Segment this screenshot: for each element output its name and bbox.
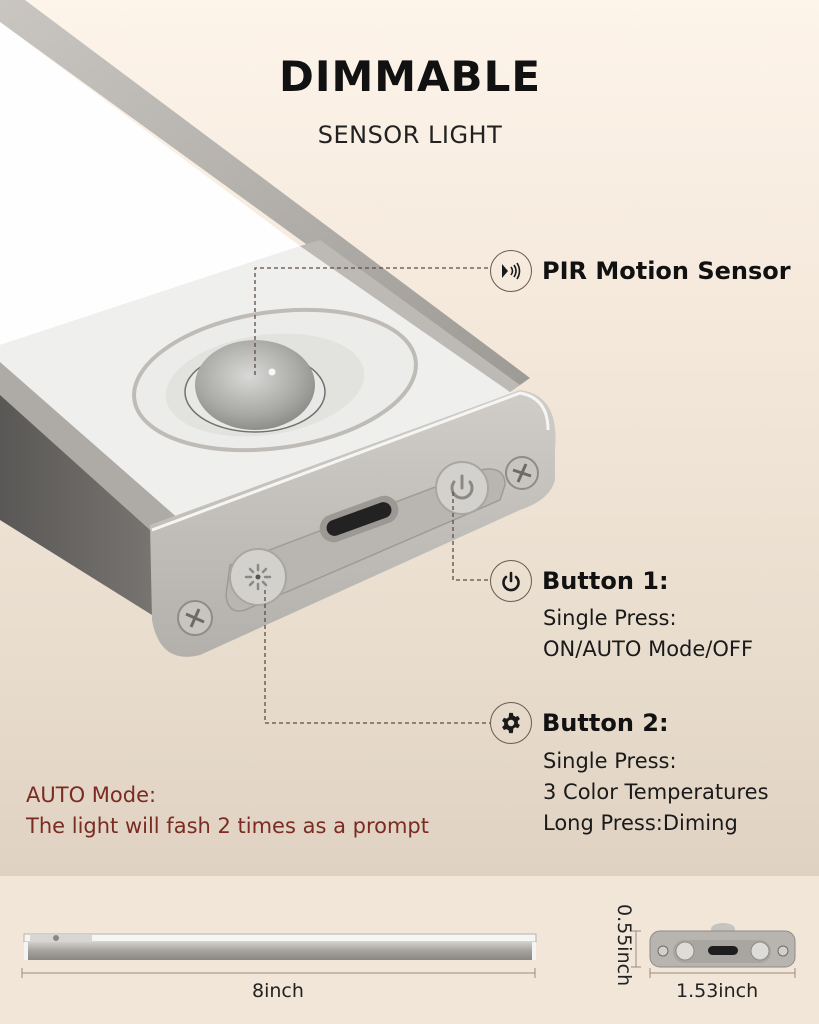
power-icon — [490, 560, 532, 602]
gear-icon — [490, 702, 532, 744]
button-2-description: Single Press: 3 Color Temperatures Long … — [543, 746, 769, 839]
motion-sensor-icon — [490, 250, 532, 292]
dimension-illustration — [21, 923, 796, 978]
button-2-line: Single Press: — [543, 749, 677, 773]
length-label: 8inch — [252, 980, 304, 1002]
callout-button-1: Button 1: — [490, 560, 669, 602]
height-label: 0.55inch — [613, 904, 635, 987]
headline-title: DIMMABLE — [278, 52, 542, 101]
product-illustration — [0, 0, 556, 724]
width-label: 1.53inch — [676, 980, 759, 1002]
button-1-line: Single Press: — [543, 606, 677, 630]
button-2-line: Long Press:Diming — [543, 811, 738, 835]
dimensions-panel: 8inch 0.55inch 1.53inch — [0, 876, 819, 1024]
auto-mode-note: AUTO Mode: The light will fash 2 times a… — [26, 780, 429, 842]
button-2-title: Button 2: — [542, 709, 669, 737]
pir-title: PIR Motion Sensor — [542, 257, 791, 285]
feature-panel: DIMMABLE SENSOR LIGHT PIR Motion Sensor … — [0, 0, 791, 842]
headline-subtitle: SENSOR LIGHT — [317, 121, 503, 149]
button-1-title: Button 1: — [542, 567, 669, 595]
callout-button-2: Button 2: — [490, 702, 669, 744]
auto-mode-text: The light will fash 2 times as a prompt — [26, 814, 429, 838]
button-1-line: ON/AUTO Mode/OFF — [543, 637, 754, 661]
auto-mode-heading: AUTO Mode: — [26, 783, 157, 807]
button-2-line: 3 Color Temperatures — [543, 780, 769, 804]
button-1-description: Single Press: ON/AUTO Mode/OFF — [543, 603, 753, 665]
callout-pir-sensor: PIR Motion Sensor — [490, 250, 791, 292]
